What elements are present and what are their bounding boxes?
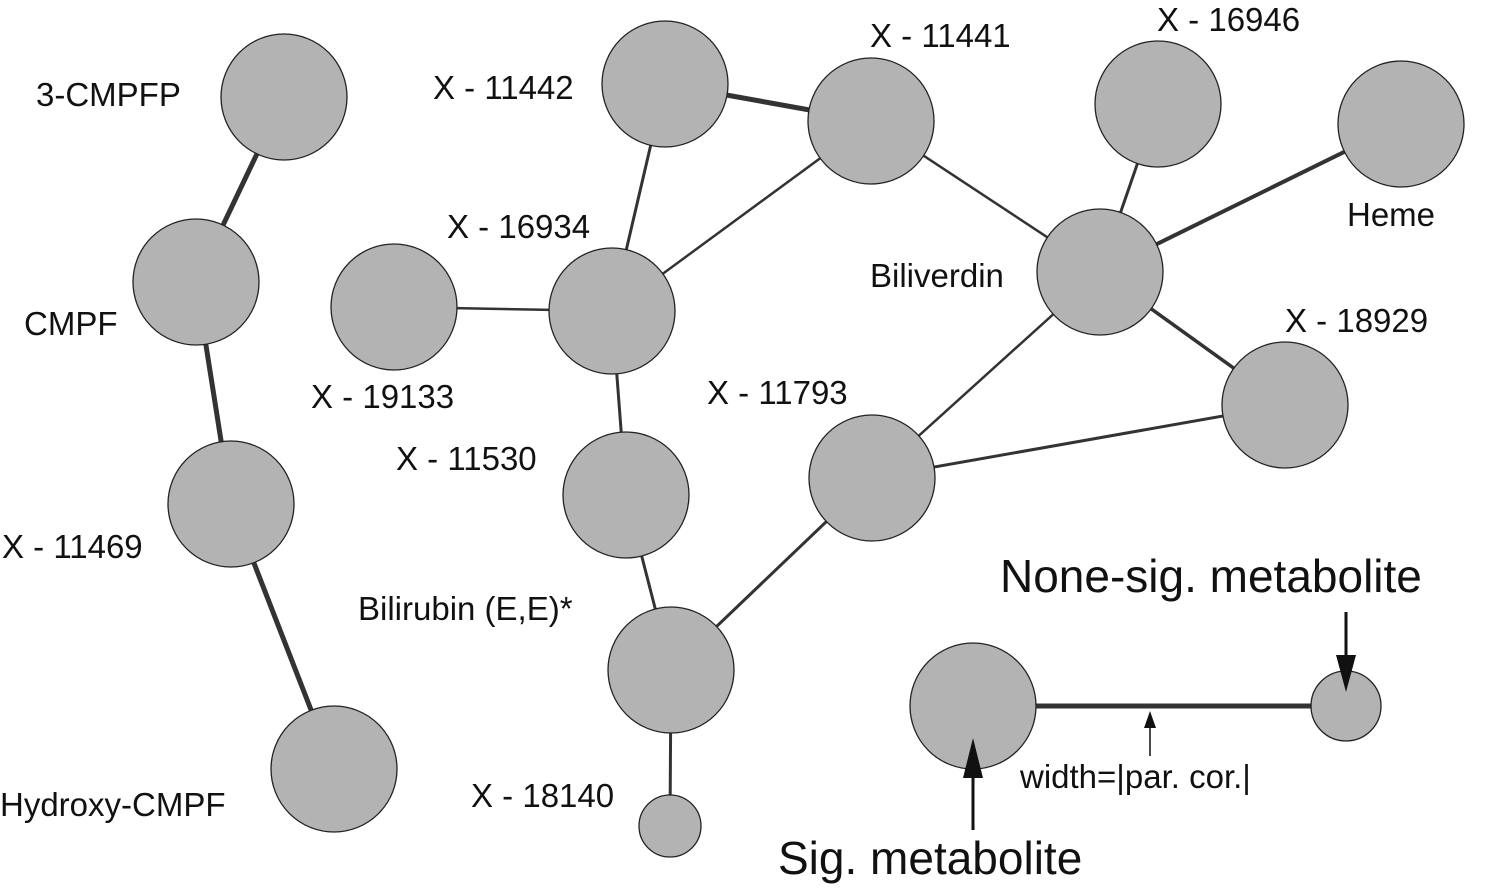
legend-width-arrow <box>1144 711 1156 756</box>
node-label-x-16946: X - 16946 <box>1157 1 1300 38</box>
node-label-x-11441: X - 11441 <box>870 17 1011 54</box>
legend-width-label: width=|par. cor.| <box>1019 758 1251 795</box>
node-cmpf <box>132 218 260 346</box>
legend: None-sig. metabolite Sig. metabolite wid… <box>778 550 1422 884</box>
node-label-x-11530: X - 11530 <box>396 440 537 477</box>
node-label-x-11442: X - 11442 <box>433 69 574 106</box>
node-hydroxy-cmpf <box>270 705 398 833</box>
node-label-x-18929: X - 18929 <box>1285 302 1428 339</box>
node-x-19133 <box>330 243 458 371</box>
node-label-biliverdin: Biliverdin <box>870 257 1004 294</box>
edge-x-11793-x-18929 <box>870 403 1287 480</box>
node-label-3-cmpfp: 3-CMPFP <box>36 76 181 113</box>
node-x-18140 <box>638 794 702 858</box>
legend-nonsig-label: None-sig. metabolite <box>1000 550 1422 602</box>
node-x-11793 <box>808 414 936 542</box>
node-bilirubin <box>607 606 735 734</box>
node-x-16934 <box>548 247 676 375</box>
node-x-11469 <box>167 440 295 568</box>
node-x-11442 <box>601 20 729 148</box>
network-nodes <box>132 20 1465 858</box>
node-heme <box>1337 60 1465 188</box>
node-label-x-11793: X - 11793 <box>707 374 848 411</box>
legend-nonsig-arrow <box>1336 612 1356 692</box>
node-biliverdin <box>1036 208 1164 336</box>
node-x-16946 <box>1094 40 1222 168</box>
node-label-x-16934: X - 16934 <box>447 208 590 245</box>
node-label-x-11469: X - 11469 <box>2 528 143 565</box>
node-label-bilirubin: Bilirubin (E,E)* <box>358 590 573 627</box>
node-x-11530 <box>562 431 690 559</box>
network-edges <box>193 81 1403 828</box>
legend-sig-arrow <box>963 738 983 830</box>
node-label-hydroxy-cmpf: Hydroxy-CMPF <box>0 786 226 823</box>
legend-sig-label: Sig. metabolite <box>778 832 1082 884</box>
node-label-cmpf: CMPF <box>24 305 118 342</box>
node-label-x-19133: X - 19133 <box>311 378 454 415</box>
node-3-cmpfp <box>220 33 348 161</box>
node-label-x-18140: X - 18140 <box>471 777 614 814</box>
node-label-heme: Heme <box>1347 196 1435 233</box>
node-x-18929 <box>1221 341 1349 469</box>
node-x-11441 <box>807 57 935 185</box>
